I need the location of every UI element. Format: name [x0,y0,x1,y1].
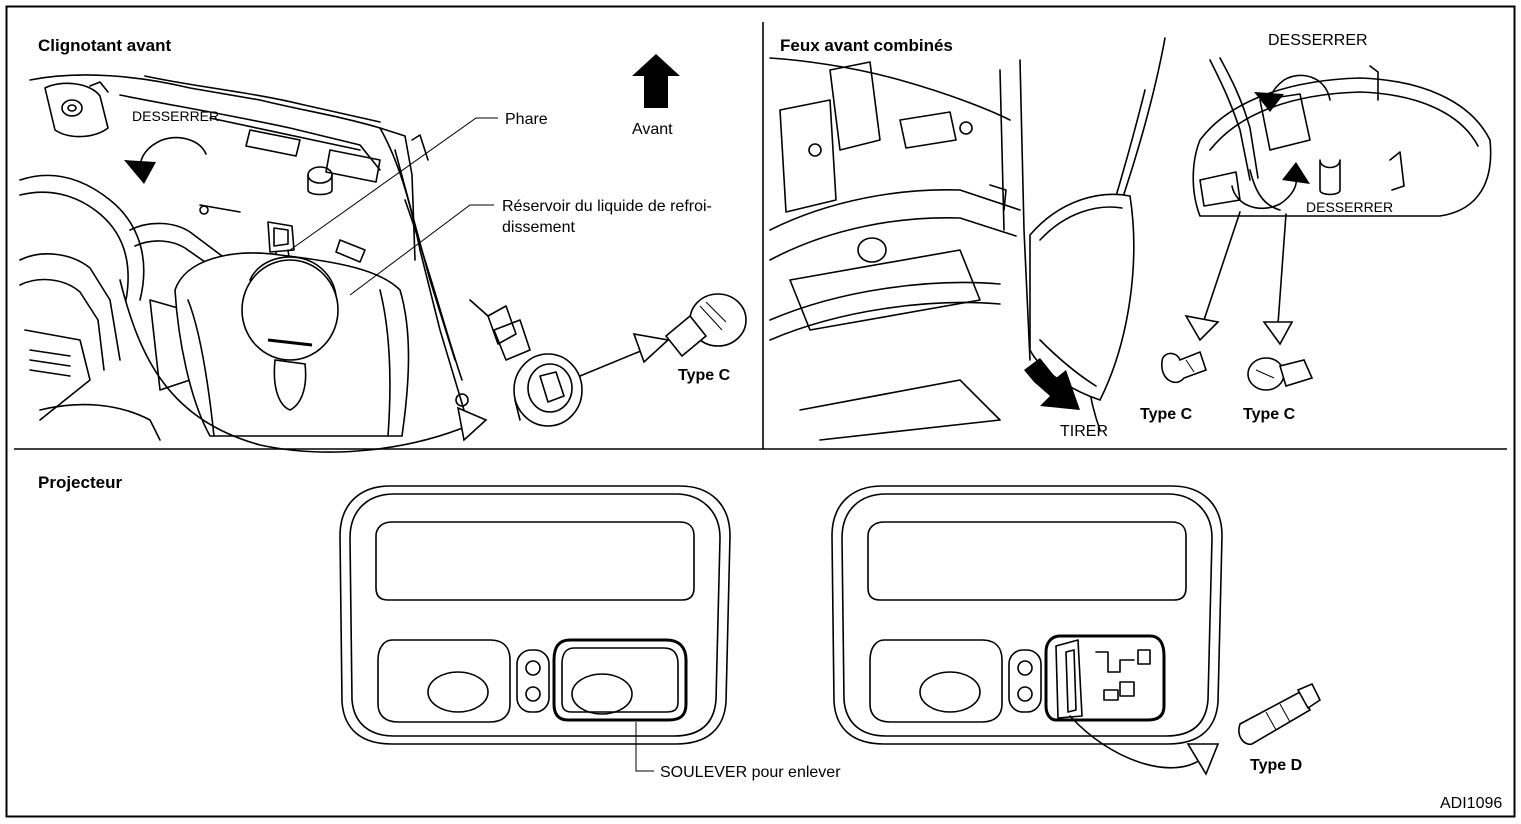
label-bulb-type-combination-2: Type C [1243,406,1296,423]
panel-front-turn-signal: Clignotant avant [19,36,747,453]
bulb-type-c-combination-1 [1161,350,1208,384]
loosen-arrowhead-front-turn [124,160,156,184]
label-pull: TIRER [1060,423,1108,440]
label-loosen-front-turn: DESSERRER [132,108,219,124]
label-bulb-type-combination-1: Type C [1140,406,1193,423]
panel-title-front-turn: Clignotant avant [38,36,172,55]
label-bulb-type-d: Type D [1250,757,1302,774]
engine-bay-illustration [19,74,747,441]
bulb-type-d [1238,682,1322,746]
figure-frame [5,5,1516,818]
label-reservoir-line1: Réservoir du liquide de refroi- [502,198,712,215]
loosen-arrow-front-turn [139,136,207,169]
forward-arrow-icon [632,54,680,108]
panel-combination-lamp: Feux avant combinés [769,32,1492,441]
insert-arrowhead-front-turn [456,406,488,442]
bulb-type-c-combination-2 [1247,357,1314,391]
panel-spot-lamp: Projecteur SOULEVER pour enlever [38,473,1322,781]
label-reservoir-line2: dissement [502,219,575,236]
map-lamp-installed [339,485,731,745]
bulb-type-c-front-turn [664,293,747,358]
label-lift: SOULEVER pour enlever [660,764,841,781]
remove-arrow-combination-1 [1203,211,1241,321]
bulb-arrowhead-front-turn [632,332,670,364]
combination-lamp-illustration [769,37,1492,441]
leader-lift [635,722,654,772]
label-headlamp: Phare [505,111,548,128]
label-forward: Avant [632,121,673,138]
loosen-arrowhead-combination-mid [1282,162,1310,184]
remove-arrow-combination-2 [1277,213,1287,325]
panel-title-combination: Feux avant combinés [780,36,953,55]
remove-arrowhead-combination-2 [1262,321,1294,346]
pull-arrow-icon [1024,358,1080,410]
remove-arrowhead-spot [1186,743,1220,776]
label-bulb-type-front-turn: Type C [678,367,731,384]
leader-headlamp [289,117,498,251]
figure-id: ADI1096 [1440,795,1502,812]
map-lamp-lens-removed [831,485,1223,745]
insert-arrow-front-turn [119,279,471,453]
bulb-arrow-front-turn [579,347,649,377]
remove-arrowhead-combination-1 [1184,314,1220,342]
label-loosen-combination-mid: DESSERRER [1306,199,1393,215]
loosen-arrow-combination-mid [1231,175,1298,210]
label-loosen-combination-top: DESSERRER [1268,32,1368,49]
loosen-arrowhead-combination-top [1254,92,1284,112]
remove-arrow-spot [1069,715,1201,769]
panel-title-spot: Projecteur [38,473,122,492]
loosen-arrow-combination-top [1269,74,1331,101]
leader-reservoir [349,204,494,296]
